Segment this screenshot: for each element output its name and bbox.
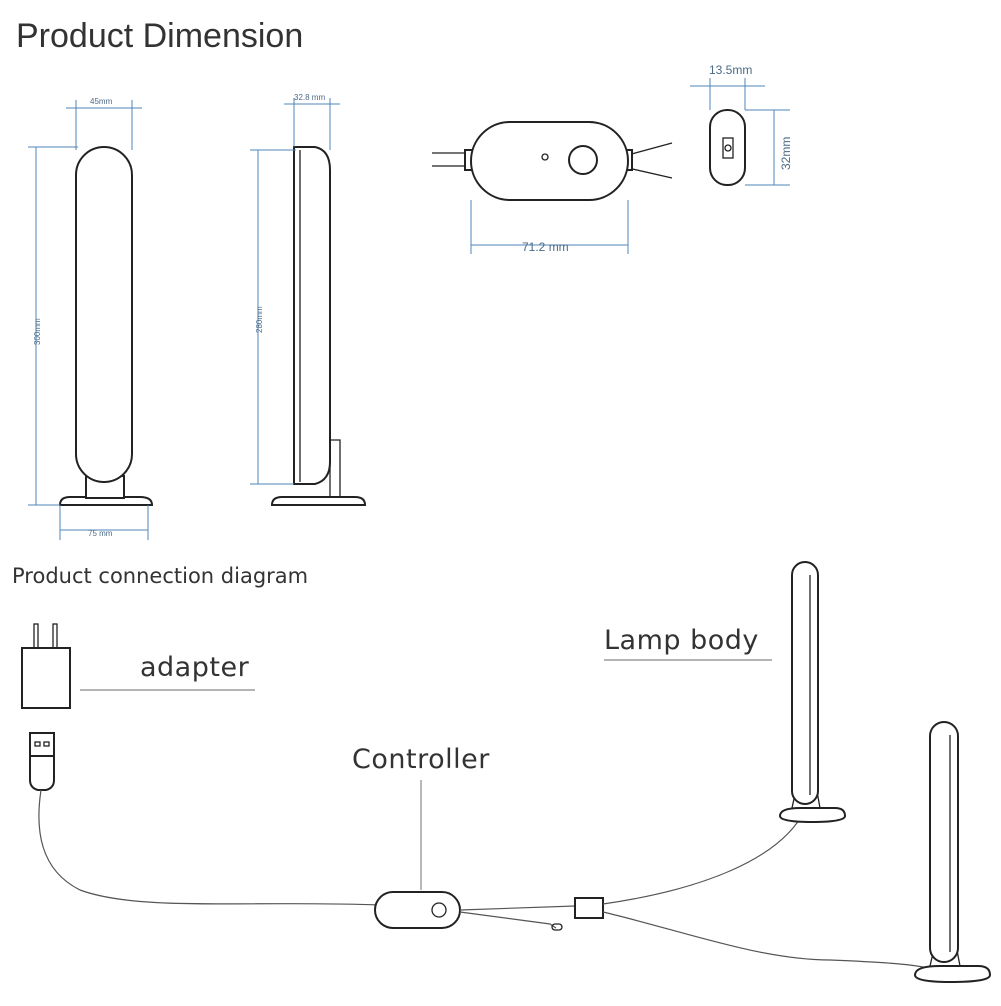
dim-controller-length: 71.2 mm (470, 200, 629, 254)
dim-controller-length-label: 71.2 mm (522, 240, 569, 254)
controller-top-view (432, 121, 673, 201)
lamp-cable-1 (602, 809, 806, 905)
adapter-icon (21, 623, 71, 709)
connection-title: Product connection diagram (12, 564, 308, 588)
lamp-body-1 (778, 561, 847, 824)
label-lamp-body: Lamp body (604, 625, 759, 656)
splitter-icon (574, 897, 604, 919)
dim-lamp-height-label: 300mm (33, 318, 42, 345)
usb-cable (38, 789, 381, 906)
sensor-tip (551, 923, 563, 931)
dim-controller-thickness-label: 13.5mm (709, 63, 752, 77)
dim-side-depth: 32.8 mm (284, 93, 340, 150)
dim-controller-height-label: 32mm (779, 137, 793, 170)
page-title: Product Dimension (16, 17, 303, 55)
remote-sensor-cable (459, 911, 557, 929)
dim-side-height-label: 280mm (255, 306, 264, 333)
controller-side-view (709, 109, 746, 186)
lamp-body-2 (913, 721, 992, 984)
lamp-front-view (58, 146, 154, 506)
controller-icon (374, 891, 461, 929)
dim-lamp-height: 300mm (28, 146, 78, 506)
dim-side-depth-label: 32.8 mm (294, 93, 325, 102)
usb-plug-icon (29, 732, 55, 791)
dim-lamp-width-label: 45mm (90, 97, 113, 106)
controller-cable (459, 905, 576, 911)
dim-base-width-label: 75 mm (88, 529, 113, 538)
lamp-cable-2 (602, 911, 929, 969)
dim-base-width: 75 mm (59, 505, 149, 540)
lamp-side-view (270, 146, 367, 506)
label-adapter: adapter (140, 652, 250, 683)
dim-controller-thickness: 13.5mm (690, 63, 765, 110)
dim-lamp-width: 45mm (66, 97, 142, 150)
dim-controller-height: 32mm (745, 109, 793, 186)
dim-side-height: 280mm (250, 149, 296, 485)
label-controller: Controller (352, 744, 490, 775)
